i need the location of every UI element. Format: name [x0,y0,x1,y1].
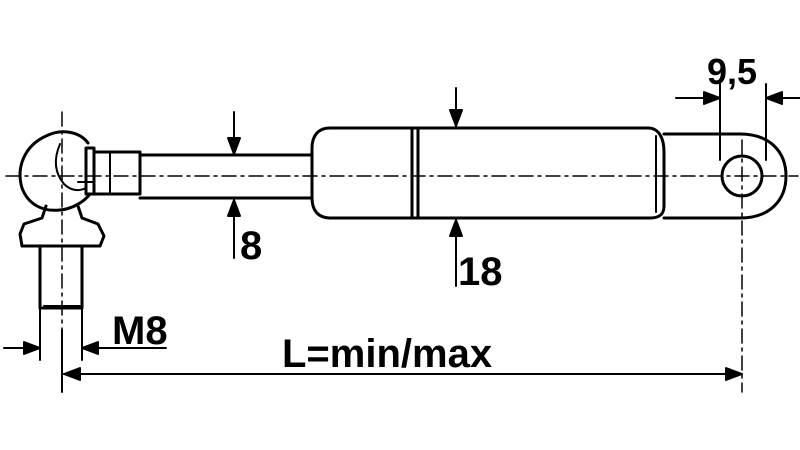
tube-diameter-dimension [449,87,463,287]
eye-width-dimension [675,83,800,135]
thread-label: M8 [112,309,168,353]
rod-diameter-dimension [227,111,241,259]
eye-width-label: 9,5 [707,51,758,92]
tube-diameter-label: 18 [458,250,503,294]
thread-dimension [3,307,167,361]
length-label: L=min/max [282,332,493,376]
rod-diameter-label: 8 [240,224,263,268]
cylinder-tube [310,126,666,220]
piston-rod [138,153,314,200]
socket-collar [84,146,142,196]
centerlines [5,111,799,393]
ball-socket-fitting [18,130,106,310]
length-dimension [61,329,743,393]
